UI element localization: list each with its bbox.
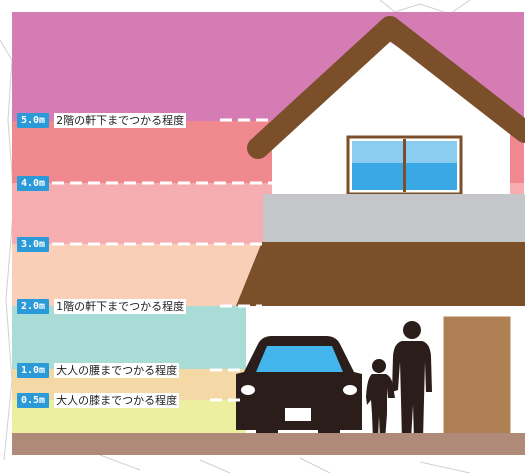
eave-roof [236, 242, 525, 306]
level-4m: 4.0m [17, 175, 50, 191]
depth-badge: 5.0m [17, 112, 50, 128]
depth-badge: 0.5m [17, 392, 50, 408]
window [346, 135, 463, 196]
depth-description: 大人の膝までつかる程度 [54, 392, 180, 408]
level-05m: 0.5m 大人の膝までつかる程度 [17, 392, 180, 408]
car [236, 336, 362, 440]
depth-description: 2階の軒下までつかる程度 [54, 112, 187, 128]
license-plate [285, 408, 311, 421]
door [442, 315, 512, 435]
adult-silhouette [392, 321, 432, 440]
level-3m: 3.0m [17, 236, 50, 252]
level-5m: 5.0m 2階の軒下までつかる程度 [17, 112, 187, 128]
level-1m: 1.0m 大人の腰までつかる程度 [17, 362, 180, 378]
house-roof [247, 16, 525, 159]
depth-badge: 1.0m [17, 362, 50, 378]
depth-description: 1階の軒下までつかる程度 [54, 298, 187, 314]
ground [12, 433, 525, 455]
depth-badge: 3.0m [17, 236, 50, 252]
child-silhouette [366, 359, 395, 440]
depth-description: 大人の腰までつかる程度 [54, 362, 180, 378]
people [366, 321, 432, 440]
depth-badge: 4.0m [17, 175, 50, 191]
depth-badge: 2.0m [17, 298, 50, 314]
depth-lines [52, 118, 272, 402]
balcony [263, 194, 525, 242]
car-windshield [256, 346, 343, 372]
level-2m: 2.0m 1階の軒下までつかる程度 [17, 298, 187, 314]
